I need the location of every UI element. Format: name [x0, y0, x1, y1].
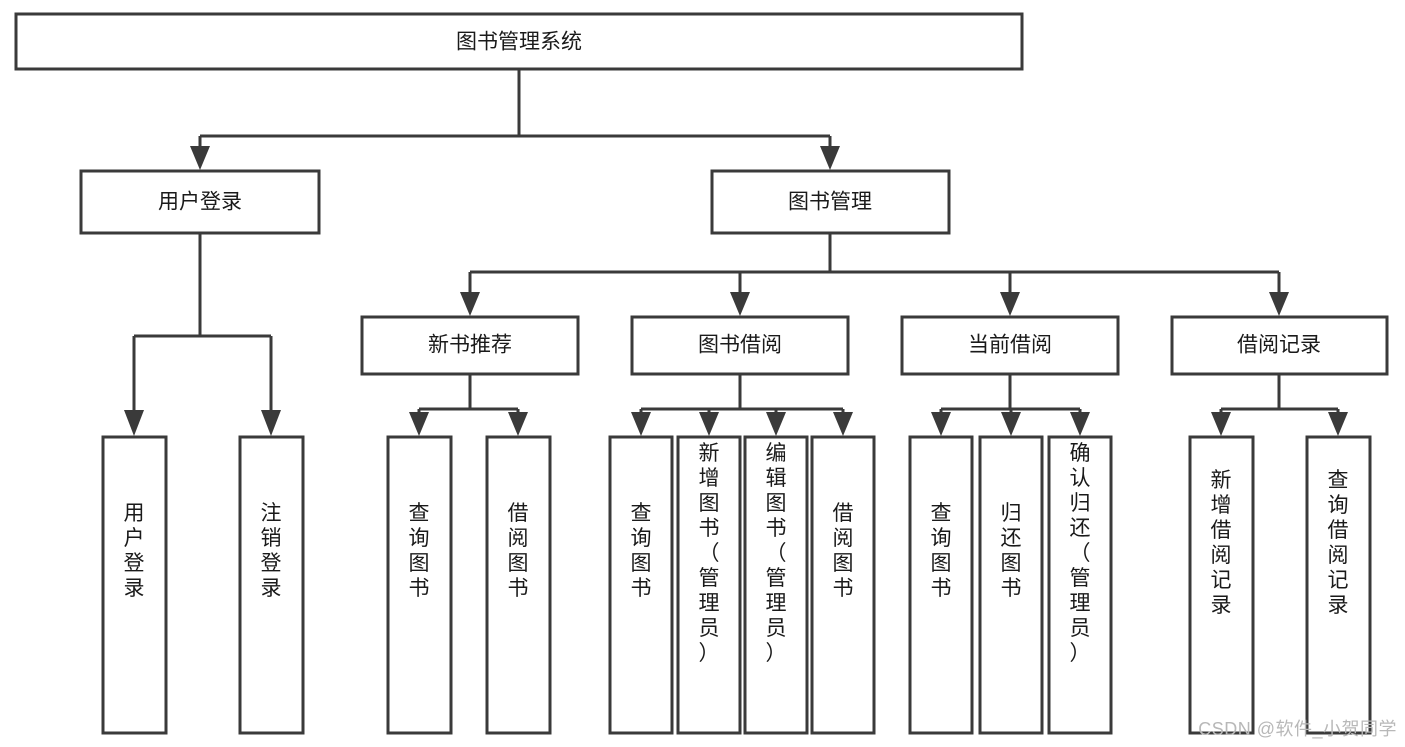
leaf-borrow-book-recommend[interactable]: 借阅图书 — [485, 435, 552, 735]
arrow-to-leaf-confirm-return — [1070, 412, 1090, 436]
node-root-box[interactable] — [14, 12, 1024, 71]
node-borrow-records[interactable]: 借阅记录 — [1170, 315, 1389, 376]
leaf-user-login-box[interactable] — [101, 435, 168, 735]
leaf-return-book-label: 归还图书 — [1001, 502, 1022, 600]
node-root[interactable]: 图书管理系统 — [14, 12, 1024, 71]
leaf-edit-book[interactable]: 编辑图书（管理员） — [743, 435, 809, 735]
leaf-query-book-current-box[interactable] — [908, 435, 974, 735]
leaf-query-book-borrow-label: 查询图书 — [631, 502, 652, 600]
leaf-user-logout-label: 注销登录 — [261, 502, 282, 600]
leaf-add-borrow-record-label: 新增借阅记录 — [1211, 469, 1232, 617]
leaf-query-book-recommend[interactable]: 查询图书 — [386, 435, 453, 735]
leaf-edit-book-label: 编辑图书（管理员） — [766, 442, 787, 665]
node-borrow-records-label: 借阅记录 — [1237, 334, 1321, 357]
node-new-book-recommend[interactable]: 新书推荐 — [360, 315, 580, 376]
leaf-edit-book-box[interactable] — [743, 435, 809, 735]
node-book-management-label: 图书管理 — [788, 191, 872, 214]
leaf-borrow-book-recommend-label: 借阅图书 — [508, 502, 529, 600]
leaf-query-book-borrow[interactable]: 查询图书 — [608, 435, 674, 735]
leaf-add-book-label: 新增图书（管理员） — [699, 442, 720, 665]
leaf-query-book-current[interactable]: 查询图书 — [908, 435, 974, 735]
arrow-to-leaf-return-book — [1001, 412, 1021, 436]
node-book-management[interactable]: 图书管理 — [710, 169, 951, 235]
csdn-watermark: CSDN @软件_小贺同学 — [1198, 719, 1397, 739]
node-current-borrow-label: 当前借阅 — [968, 334, 1052, 357]
arrow-to-leaf-borrow-book-recommend — [508, 412, 528, 436]
node-book-borrow-box[interactable] — [630, 315, 850, 376]
connector-layer — [124, 69, 1348, 436]
leaf-borrow-book[interactable]: 借阅图书 — [810, 435, 876, 735]
node-user-login-label: 用户登录 — [158, 191, 242, 214]
leaf-borrow-book-recommend-box[interactable] — [485, 435, 552, 735]
arrow-to-leaf-add-borrow-record — [1211, 412, 1231, 436]
arrow-to-leaf-user-logout — [261, 410, 281, 436]
leaf-return-book[interactable]: 归还图书 — [978, 435, 1044, 735]
leaf-add-book[interactable]: 新增图书（管理员） — [676, 435, 742, 735]
arrow-to-leaf-borrow-book — [833, 412, 853, 436]
arrow-to-leaf-edit-book — [766, 412, 786, 436]
node-new-book-recommend-box[interactable] — [360, 315, 580, 376]
node-book-management-box[interactable] — [710, 169, 951, 235]
node-new-book-recommend-label: 新书推荐 — [428, 334, 512, 357]
node-current-borrow[interactable]: 当前借阅 — [900, 315, 1120, 376]
node-current-borrow-box[interactable] — [900, 315, 1120, 376]
arrow-to-leaf-query-borrow-record — [1328, 412, 1348, 436]
node-book-borrow[interactable]: 图书借阅 — [630, 315, 850, 376]
leaf-user-login-label: 用户登录 — [124, 502, 145, 600]
leaf-confirm-return[interactable]: 确认归还（管理员） — [1047, 435, 1113, 735]
arrow-to-leaf-query-book-recommend — [409, 412, 429, 436]
leaf-return-book-box[interactable] — [978, 435, 1044, 735]
leaf-query-book-current-label: 查询图书 — [931, 502, 952, 600]
arrow-root-to-book-management — [820, 146, 840, 170]
node-borrow-records-box[interactable] — [1170, 315, 1389, 376]
leaf-query-borrow-record-label: 查询借阅记录 — [1328, 469, 1349, 617]
arrow-to-leaf-query-book-borrow — [631, 412, 651, 436]
leaf-user-logout-box[interactable] — [238, 435, 305, 735]
leaf-add-borrow-record-box[interactable] — [1188, 435, 1255, 735]
node-user-login[interactable]: 用户登录 — [79, 169, 321, 235]
leaf-query-book-recommend-label: 查询图书 — [409, 502, 430, 600]
arrow-root-to-user-login — [190, 146, 210, 170]
arrow-to-leaf-query-book-current — [931, 412, 951, 436]
arrow-to-borrow-records — [1269, 292, 1289, 316]
leaf-query-borrow-record[interactable]: 查询借阅记录 — [1305, 435, 1372, 735]
arrow-to-leaf-add-book — [699, 412, 719, 436]
leaf-confirm-return-label: 确认归还（管理员） — [1070, 442, 1091, 665]
leaf-borrow-book-label: 借阅图书 — [833, 502, 854, 600]
node-user-login-box[interactable] — [79, 169, 321, 235]
node-layer: 图书管理系统 用户登录 图书管理 新书推荐 图书借阅 — [14, 12, 1389, 735]
leaf-query-book-borrow-box[interactable] — [608, 435, 674, 735]
arrow-to-new-book-recommend — [460, 292, 480, 316]
leaf-add-book-box[interactable] — [676, 435, 742, 735]
leaf-user-login[interactable]: 用户登录 — [101, 435, 168, 735]
arrow-to-current-borrow — [1000, 292, 1020, 316]
node-book-borrow-label: 图书借阅 — [698, 334, 782, 357]
leaf-confirm-return-box[interactable] — [1047, 435, 1113, 735]
leaf-borrow-book-box[interactable] — [810, 435, 876, 735]
arrow-to-book-borrow — [730, 292, 750, 316]
leaf-user-logout[interactable]: 注销登录 — [238, 435, 305, 735]
node-root-label: 图书管理系统 — [456, 31, 582, 54]
leaf-query-borrow-record-box[interactable] — [1305, 435, 1372, 735]
leaf-query-book-recommend-box[interactable] — [386, 435, 453, 735]
arrow-to-leaf-user-login — [124, 410, 144, 436]
leaf-add-borrow-record[interactable]: 新增借阅记录 — [1188, 435, 1255, 735]
